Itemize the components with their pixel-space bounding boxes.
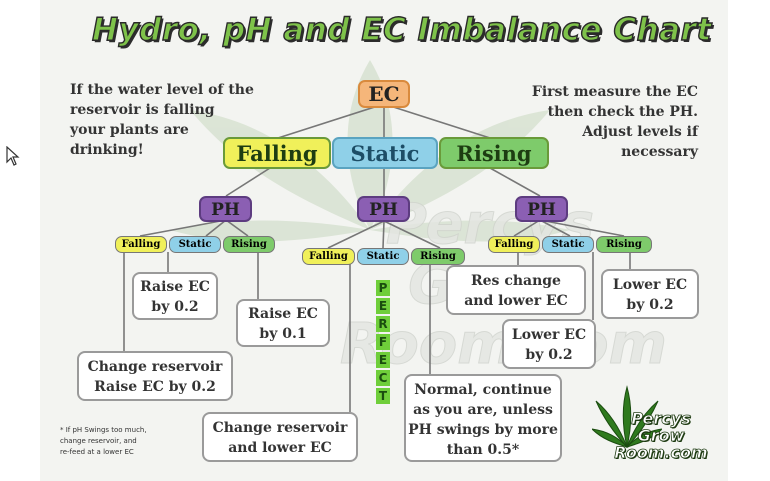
ph-falling-middle: Falling <box>302 248 355 265</box>
chart-title: Hydro, pH and EC Imbalance Chart <box>91 11 712 48</box>
ph-falling-right: Falling <box>488 236 540 253</box>
ec-falling-node: Falling <box>223 137 331 169</box>
ph-rising-middle: Rising <box>411 248 465 265</box>
ph-rising-right: Rising <box>596 236 652 253</box>
cannabis-leaf-icon <box>592 385 662 449</box>
ec-root-node: EC <box>358 80 410 108</box>
connector-lines <box>123 103 631 412</box>
ph-static-middle: Static <box>357 248 409 265</box>
ph-node-left: PH <box>199 196 252 222</box>
ph-static-right: Static <box>542 236 594 253</box>
ec-static-node: Static <box>332 137 438 169</box>
ph-node-right: PH <box>515 196 568 222</box>
mouse-pointer-icon <box>6 146 20 166</box>
ph-static-left: Static <box>169 236 221 253</box>
ph-falling-left: Falling <box>115 236 167 253</box>
ph-rising-left: Rising <box>223 236 275 253</box>
footnote: * If pH Swings too much,change reservoir… <box>60 426 147 456</box>
ph-node-middle: PH <box>357 196 410 222</box>
ec-rising-node: Rising <box>439 137 549 169</box>
